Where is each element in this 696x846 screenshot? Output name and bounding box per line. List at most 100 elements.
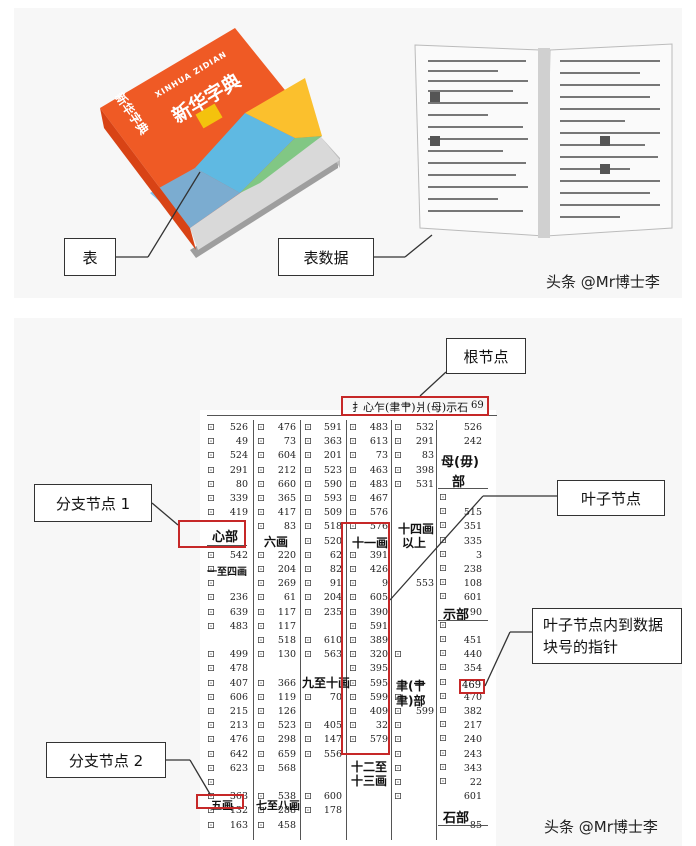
page-number: 660 <box>277 478 296 490</box>
page-number: 483 <box>369 422 388 433</box>
page-number: 132 <box>229 805 248 817</box>
page-number: 83 <box>421 450 434 462</box>
page-number: 3 <box>475 549 482 561</box>
page-number: 298 <box>277 734 296 746</box>
page-number: 147 <box>323 734 342 746</box>
pointer-highlight <box>459 679 485 694</box>
glyph-column: ⊡ ⊡ ⊡ ⊡ ⊡ ⊡ ⊡ ⊡ ⊡ ⊡ ⊡ ⊡ ⊡ ⊡ ⊡ ⊡ ⊡ ⊡ ⊡ ⊡ … <box>257 422 265 831</box>
page-number: 73 <box>283 436 296 448</box>
page-number: 417 <box>277 507 296 519</box>
page-number: 343 <box>463 762 482 774</box>
section-one-four-strokes: 一至四画 <box>207 567 247 578</box>
page-number: 590 <box>323 478 342 490</box>
page-number: 382 <box>463 706 482 717</box>
watermark-top: 头条 @Mr博士李 <box>546 273 660 291</box>
page-number: 212 <box>277 464 296 476</box>
page-number: 542 <box>229 549 248 561</box>
page-number: 178 <box>323 805 342 817</box>
page-number: 83 <box>283 521 296 533</box>
page-number: 509 <box>323 507 342 519</box>
page-number: 407 <box>229 677 248 689</box>
open-dictionary-illustration <box>414 43 673 238</box>
page-number: 236 <box>229 592 248 604</box>
section-rule <box>438 825 488 826</box>
page-number: 604 <box>277 450 296 462</box>
page-number: 82 <box>329 564 342 575</box>
page-number: 463 <box>369 464 388 476</box>
section-rule <box>438 620 488 621</box>
pointer-value: 469 <box>462 680 482 691</box>
page-number: 523 <box>277 720 296 732</box>
leaf-node-highlight <box>341 522 390 755</box>
label-leaf-node: 叶子节点 <box>557 480 665 516</box>
page-number: 518 <box>277 635 296 646</box>
page-number: 235 <box>323 606 342 618</box>
section-thirteen-strokes: 十三画 <box>351 774 388 788</box>
page-number: 593 <box>323 493 342 504</box>
label-table: 表 <box>64 238 116 276</box>
glyph-column: ⊡ ⊡ ⊡ ⊡ ⊡ ⊡ ⊡ ⊡ ⊡ ⊡ ⊡ ⊡ ⊡ ⊡ ⊡ ⊡ ⊡ ⊡ ⊡ ⊡ <box>439 492 447 788</box>
page-number: 242 <box>463 436 482 448</box>
page-number: 476 <box>229 734 248 746</box>
page-number: 62 <box>329 549 342 561</box>
page-number: 623 <box>229 762 248 774</box>
page-number: 238 <box>463 564 482 575</box>
page-number: 595 <box>369 677 388 689</box>
branch-node-2-highlight <box>196 794 244 809</box>
page-number: 599 <box>415 706 434 717</box>
page-number: 600 <box>323 791 342 803</box>
page-number: 32 <box>375 720 388 732</box>
index-page <box>200 410 496 846</box>
page-number: 351 <box>463 521 482 533</box>
section-nine-ten-strokes: 九至十画 <box>302 676 351 690</box>
section-shi-bu: 示部 <box>443 608 470 623</box>
section-twelve-strokes: 十二至 <box>351 760 388 774</box>
page-number: 568 <box>277 762 296 774</box>
page-number: 526 <box>463 422 482 433</box>
column-divider <box>391 420 392 840</box>
section-seven-eight-strokes: 七至八画 <box>256 799 300 812</box>
page-number: 240 <box>463 734 482 746</box>
section-stone-bu: 石部 <box>443 811 470 826</box>
page-number: 639 <box>229 606 248 618</box>
page-number: 553 <box>415 578 434 590</box>
page-number: 613 <box>369 436 388 448</box>
glyph-column: ⊡ ⊡ ⊡ ⊡ ⊡ ⊡ ⊡ ⊡ ⊡ ⊡ ⊡ ⊡ ⊡ ⊡ ⊡ ⊡ ⊡ ⊡ ⊡ ⊡ … <box>207 422 215 831</box>
glyph-column: ⊡ ⊡ ⊡ ⊡ ⊡ ⊡ ⊡ ⊡ ⊡ ⊡ ⊡ ⊡ ⊡ ⊡ ⊡ ⊡ ⊡ ⊡ ⊡ ⊡ … <box>349 422 357 746</box>
page-number: 531 <box>415 478 434 490</box>
page-number: 523 <box>323 464 342 476</box>
page-number: 409 <box>369 706 388 717</box>
page-number: 476 <box>277 422 296 433</box>
page-number: 440 <box>463 649 482 661</box>
column-divider <box>436 420 437 840</box>
page-number: 642 <box>229 748 248 760</box>
page-number: 563 <box>323 649 342 661</box>
page-number: 288 <box>277 805 296 817</box>
page-number: 606 <box>229 691 248 703</box>
page-number: 80 <box>235 478 248 490</box>
page-number: 126 <box>277 706 296 717</box>
page-number: 398 <box>415 464 434 476</box>
page-number: 117 <box>277 606 296 618</box>
page-number: 130 <box>277 649 296 661</box>
page-number: 73 <box>375 450 388 462</box>
page-number: 363 <box>323 436 342 448</box>
section-yu-bu: 聿)部 <box>396 694 426 708</box>
header-row: 扌心乍(聿肀)爿(母)示石 <box>352 401 469 414</box>
page-number: 243 <box>463 748 482 760</box>
page-number: 591 <box>323 422 342 433</box>
column-divider <box>300 420 301 840</box>
glyph-column: ⊡ ⊡ ⊡ ⊡ ⊡ ⊡ ⊡ ⊡ ⊡ ⊡ ⊡ ⊡ ⊡ ⊡ <box>394 422 402 803</box>
page-number: 390 <box>369 606 388 618</box>
label-branch-node-2: 分支节点 2 <box>46 742 166 778</box>
section-yu: 聿(肀 <box>396 679 426 693</box>
page-number: 426 <box>369 564 388 575</box>
page-number: 389 <box>369 635 388 646</box>
page-number: 499 <box>229 649 248 661</box>
page-number: 70 <box>329 691 342 703</box>
section-mu-bu: 部 <box>452 475 466 490</box>
section-mu: 母(毋) <box>441 455 479 470</box>
page-number: 659 <box>277 748 296 760</box>
